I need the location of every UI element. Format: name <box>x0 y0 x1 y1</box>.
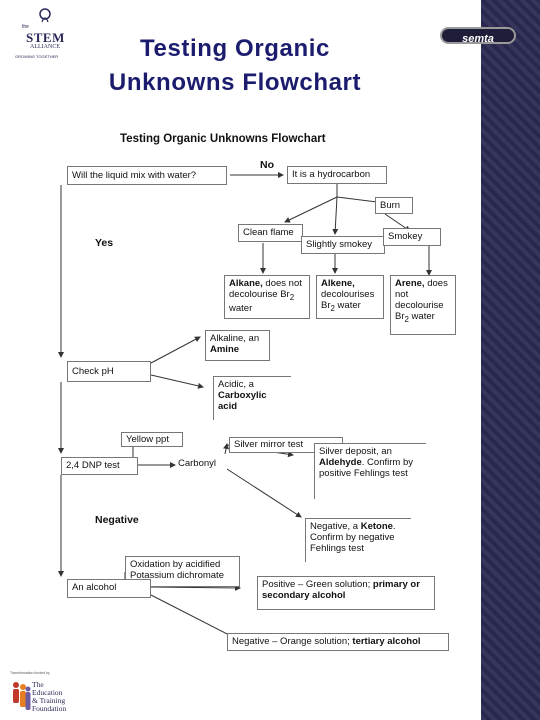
box-hydrocarbon: It is a hydrocarbon <box>287 166 387 184</box>
acid-bold: Carboxylic acid <box>218 390 267 412</box>
box-amine: Alkaline, an Amine <box>205 330 270 361</box>
title-line-1: Testing Organic <box>140 35 330 62</box>
label-no: No <box>260 159 274 171</box>
aldehyde-post: . Confirm by positive Fehlings test <box>319 457 413 479</box>
ketone-pre: Negative, a <box>310 521 361 532</box>
box-yellow-ppt: Yellow ppt <box>121 432 183 447</box>
flowchart: Testing Organic Unknowns Flowchart Will … <box>55 125 465 660</box>
label-yes: Yes <box>95 237 114 249</box>
alkene-end: water <box>334 300 361 311</box>
alkane-rest: does not decolourise Br <box>229 278 302 300</box>
arene-sub: 2 <box>404 314 409 324</box>
logo-the: the <box>22 24 29 30</box>
slide-title: Testing Organic Unknowns Flowchart <box>0 32 470 100</box>
box-negative-orange: Negative – Orange solution; tertiary alc… <box>227 633 449 651</box>
label-negative: Negative <box>95 514 139 526</box>
box-burn: Burn <box>375 197 413 214</box>
flowchart-heading: Testing Organic Unknowns Flowchart <box>120 133 326 145</box>
arene-end: water <box>408 311 435 322</box>
alkene-rest: decolourises Br <box>321 289 375 311</box>
education-training-foundation-logo: Transformation funded by The Education &… <box>10 667 70 717</box>
people-figures-icon <box>13 682 31 710</box>
etf-name: The Education & Training Foundation <box>32 681 66 713</box>
stem-alliance-logo: the STEM ALLIANCE GROWING TOGETHER <box>10 8 80 63</box>
negative-pre: Negative – Orange solution; <box>232 636 353 647</box>
alkene-bold: Alkene, <box>321 278 355 289</box>
negative-bold: tertiary alcohol <box>352 636 421 647</box>
etf-line-3: & Training <box>32 696 66 705</box>
etf-line-1: The <box>32 680 44 689</box>
box-positive-green: Positive – Green solution; primary or se… <box>257 576 435 610</box>
positive-bold: primary or secondary alcohol <box>262 579 420 601</box>
box-slightly-smokey: Slightly smokey <box>301 236 385 254</box>
stem-emblem-icon <box>39 8 51 23</box>
box-clean-flame: Clean flame <box>238 224 303 242</box>
logo-tagline: GROWING TOGETHER <box>15 54 59 59</box>
box-alkane: Alkane, does not decolourise Br2 water <box>224 275 310 319</box>
logo-alliance: ALLIANCE <box>30 44 60 50</box>
box-arene: Arene, does not decolourise Br2 water <box>390 275 456 335</box>
acid-pre: Acidic, a <box>218 379 254 390</box>
box-aldehyde: Silver deposit, an Aldehyde. Confirm by … <box>314 443 426 499</box>
arene-rest: does not decolourise Br <box>395 278 448 322</box>
ketone-bold: Ketone <box>360 521 393 532</box>
positive-pre: Positive – Green solution; <box>262 579 373 590</box>
logo-funded-by: Transformation funded by <box>10 671 50 675</box>
logo-stem: STEM <box>26 30 65 45</box>
semta-text: semta <box>462 33 494 45</box>
semta-logo: semta <box>440 27 516 45</box>
alkene-sub: 2 <box>330 303 335 313</box>
box-dnp-test: 2,4 DNP test <box>61 457 138 475</box>
amine-bold: Amine <box>210 344 240 355</box>
arene-bold: Arene, <box>395 278 425 289</box>
box-an-alcohol: An alcohol <box>67 579 151 598</box>
box-ketone: Negative, a Ketone. Confirm by negative … <box>305 518 411 562</box>
etf-line-4: Foundation <box>32 704 67 713</box>
box-alkene: Alkene, decolourises Br2 water <box>316 275 384 319</box>
box-smokey: Smokey <box>383 228 441 246</box>
alkane-end: water <box>229 302 253 314</box>
box-check-ph: Check pH <box>67 361 151 382</box>
alkane-bold: Alkane, <box>229 278 263 289</box>
alkane-sub: 2 <box>289 292 295 302</box>
amine-pre: Alkaline, an <box>210 333 260 344</box>
box-carboxylic-acid: Acidic, a Carboxylic acid <box>213 376 291 420</box>
aldehyde-bold: Aldehyde <box>319 457 362 468</box>
q-mix-with-water: Will the liquid mix with water? <box>67 166 227 185</box>
title-line-2: Unknowns Flowchart <box>108 69 362 96</box>
ketone-post: . Confirm by negative Fehlings test <box>310 521 396 554</box>
etf-line-2: Education <box>32 688 63 697</box>
decorative-sidebar <box>481 0 540 720</box>
label-carbonyl: Carbonyl <box>178 458 217 469</box>
aldehyde-pre: Silver deposit, an <box>319 446 392 457</box>
